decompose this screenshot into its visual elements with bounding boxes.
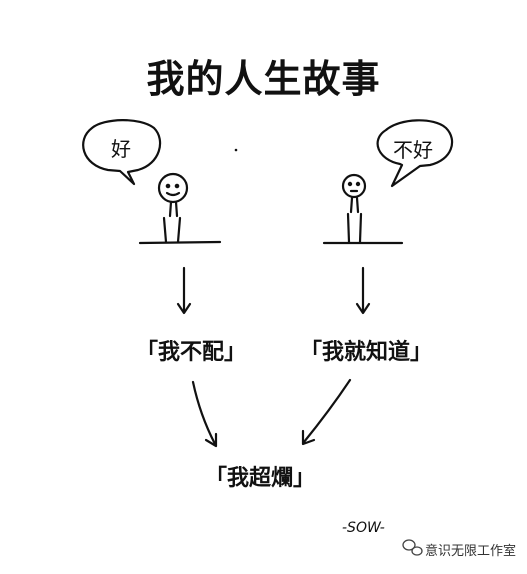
right-down-arrow [355,266,371,315]
right-speech-text: 不好 [393,138,433,162]
watermark-text: 意识无限工作室 [425,544,517,559]
watermark-chat-icon [402,539,423,556]
right-converging-arrow [301,378,352,446]
page-title: 我的人生故事 [146,57,381,101]
left-speech-text: 好 [111,137,131,161]
left-outcome-label: 「我不配」 [136,340,247,365]
final-outcome-label: 「我超爛」 [205,466,316,491]
stray-dot [234,148,238,152]
left-ground-line [138,240,222,245]
artist-signature: -SOW- [342,520,385,536]
left-down-arrow [176,266,192,315]
right-outcome-label: 「我就知道」 [300,340,433,365]
left-stick-figure [157,172,189,244]
left-speech-bubble [82,119,162,186]
right-speech-bubble [376,119,454,188]
right-stick-figure [341,173,367,244]
left-converging-arrow [191,380,218,448]
